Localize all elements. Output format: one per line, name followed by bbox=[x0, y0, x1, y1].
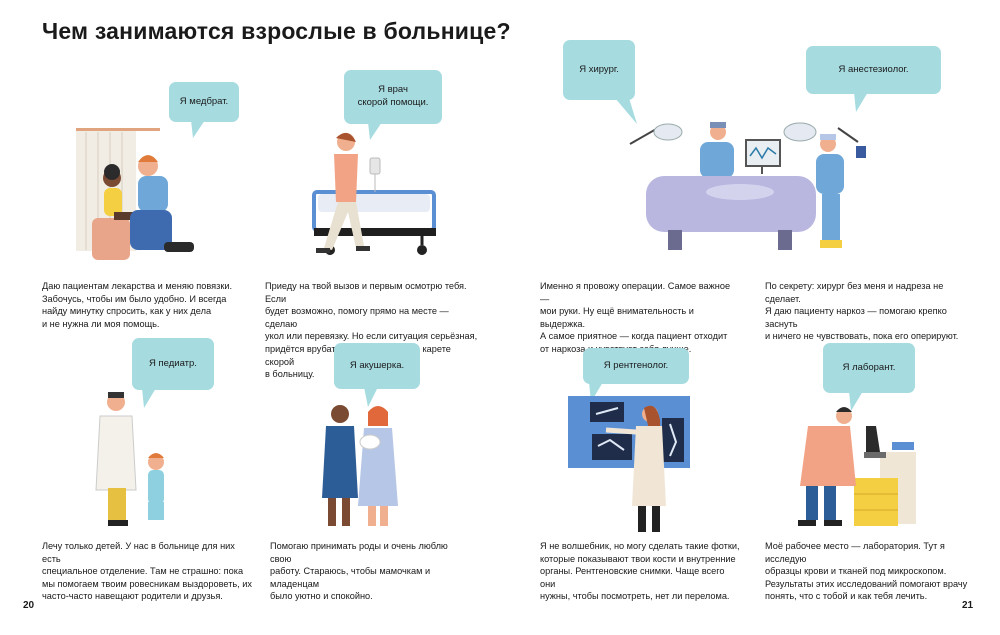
bubble-text-pediatrician: Я педиатр. bbox=[149, 357, 197, 369]
description-surgeon: Именно я провожу операции. Самое важное … bbox=[540, 281, 731, 354]
speech-bubble-pediatrician: Я педиатр. bbox=[132, 338, 214, 408]
radiologist-illustration bbox=[568, 396, 690, 532]
description-paramedic: Приеду на твой вызов и первым осмотрю те… bbox=[265, 281, 478, 380]
operating-room-illustration bbox=[629, 122, 866, 250]
paramedic-illustration bbox=[312, 132, 436, 255]
bubble-text-lab: Я лаборант. bbox=[842, 361, 896, 373]
page-title: Чем занимаются взрослые в больнице? bbox=[42, 18, 511, 44]
speech-bubble-anesthetist: Я анестезиолог. bbox=[806, 46, 941, 112]
speech-bubble-lab: Я лаборант. bbox=[823, 343, 915, 411]
bubble-text-radiologist: Я рентгенолог. bbox=[603, 359, 669, 371]
bubble-text-surgeon: Я хирург. bbox=[579, 63, 619, 75]
bubble-text-anesthetist: Я анестезиолог. bbox=[838, 63, 909, 75]
midwife-illustration bbox=[322, 405, 398, 526]
nurse-illustration bbox=[76, 128, 194, 260]
page-number-right: 21 bbox=[962, 600, 974, 611]
description-anesthetist: По секрету: хирург без меня и надреза не… bbox=[765, 281, 959, 342]
description-radiologist: Я не волшебник, но могу сделать такие фо… bbox=[540, 541, 740, 602]
bubble-text-nurse: Я медбрат. bbox=[179, 95, 229, 107]
page-number-left: 20 bbox=[23, 600, 35, 611]
description-lab: Моё рабочее место — лаборатория. Тут я и… bbox=[765, 541, 968, 602]
speech-bubble-paramedic: Я врач скорой помощи. bbox=[344, 70, 442, 140]
description-midwife: Помогаю принимать роды и очень люблю сво… bbox=[270, 541, 448, 602]
bubble-text-midwife: Я акушерка. bbox=[349, 359, 405, 371]
speech-bubble-surgeon: Я хирург. bbox=[563, 40, 637, 124]
speech-bubble-nurse: Я медбрат. bbox=[169, 82, 239, 138]
lab-technician-illustration bbox=[798, 407, 916, 526]
pediatrician-illustration bbox=[95, 392, 164, 526]
description-pediatrician: Лечу только детей. У нас в больнице для … bbox=[42, 541, 253, 602]
speech-bubble-midwife: Я акушерка. bbox=[334, 343, 420, 407]
bubble-text-paramedic: Я врач скорой помощи. bbox=[357, 84, 429, 108]
speech-bubble-radiologist: Я рентгенолог. bbox=[583, 348, 689, 402]
description-nurse: Даю пациентам лекарства и меняю повязки.… bbox=[42, 281, 233, 329]
